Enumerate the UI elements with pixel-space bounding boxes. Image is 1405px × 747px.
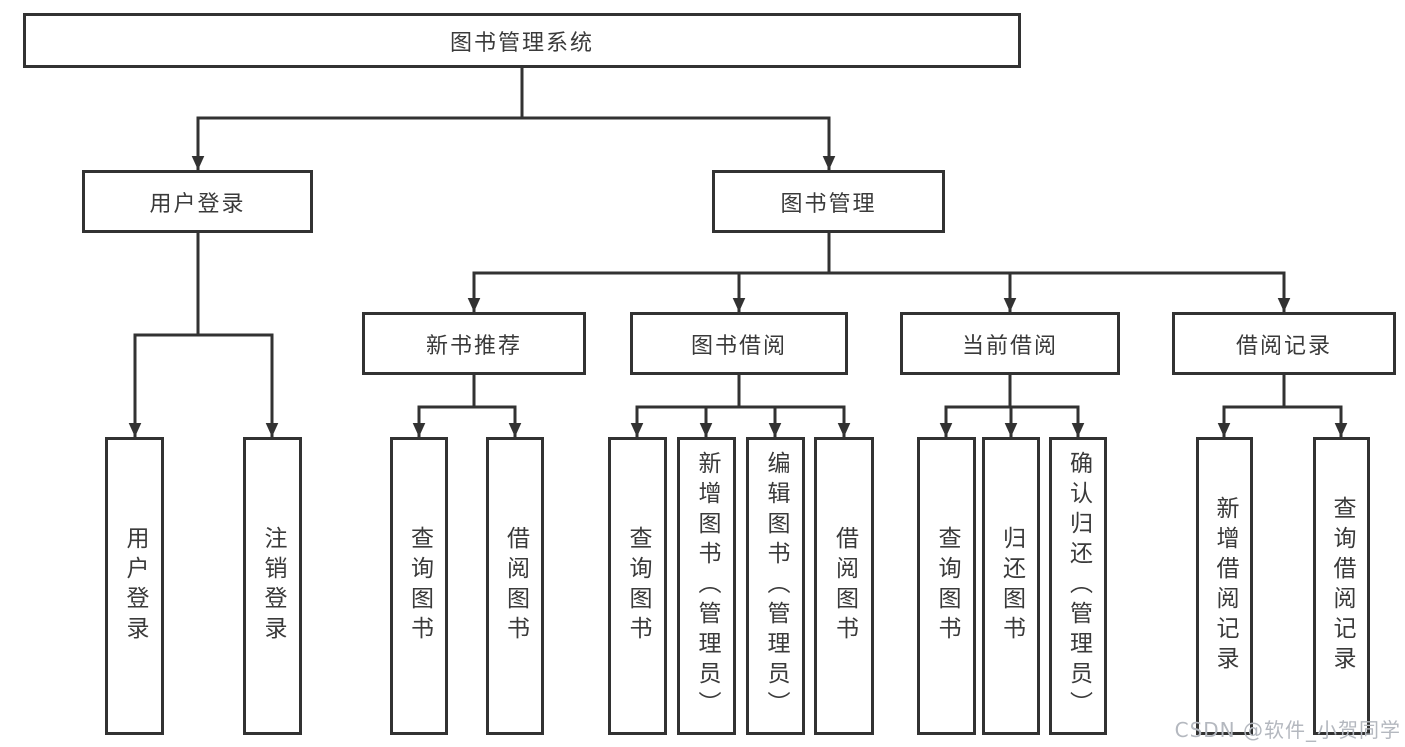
node-book-management: 图书管理 [712,170,945,233]
node-user-login-branch: 用户登录 [82,170,313,233]
node-borrow-records: 借阅记录 [1172,312,1396,375]
csdn-watermark: CSDN @软件_小贺同学 [1174,718,1401,742]
node-label: 确认归还（管理员） [1065,451,1092,721]
node-label: 当前借阅 [961,333,1058,359]
node-label: 图书借阅 [690,333,787,359]
node-label: 借阅记录 [1235,333,1332,359]
node-label: 借阅图书 [502,526,529,646]
node-current-borrow: 当前借阅 [900,312,1120,375]
leaf-edit-book-admin: 编辑图书（管理员） [746,437,805,735]
node-label: 用户登录 [149,191,246,217]
leaf-borrow-books-recommend: 借阅图书 [486,437,544,735]
node-label: 归还图书 [998,526,1025,646]
node-label: 借阅图书 [831,526,858,646]
node-label: 编辑图书（管理员） [763,451,789,721]
node-label: 查询图书 [625,526,651,646]
node-book-borrow: 图书借阅 [630,312,848,375]
node-label: 查询图书 [406,526,433,646]
leaf-add-borrow-record: 新增借阅记录 [1196,437,1253,735]
leaf-query-books-current: 查询图书 [917,437,976,735]
leaf-confirm-return-admin: 确认归还（管理员） [1049,437,1107,735]
node-label: 查询借阅记录 [1329,496,1355,676]
node-label: 查询图书 [934,526,960,646]
leaf-query-books-borrow: 查询图书 [608,437,667,735]
node-label: 图书管理系统 [449,30,594,56]
leaf-add-book-admin: 新增图书（管理员） [677,437,736,735]
node-label: 新书推荐 [425,333,522,359]
node-library-management-system: 图书管理系统 [23,13,1021,68]
node-new-book-recommend: 新书推荐 [362,312,586,375]
leaf-query-borrow-record: 查询借阅记录 [1313,437,1370,735]
node-label: 用户登录 [122,526,148,646]
node-label: 图书管理 [780,191,877,217]
leaf-query-books-recommend: 查询图书 [390,437,448,735]
leaf-user-login: 用户登录 [105,437,164,735]
node-label: 新增借阅记录 [1212,496,1238,676]
leaf-borrow-books: 借阅图书 [814,437,874,735]
node-label: 新增图书（管理员） [694,451,720,721]
leaf-logout: 注销登录 [243,437,302,735]
leaf-return-book: 归还图书 [982,437,1040,735]
node-label: 注销登录 [260,526,286,646]
